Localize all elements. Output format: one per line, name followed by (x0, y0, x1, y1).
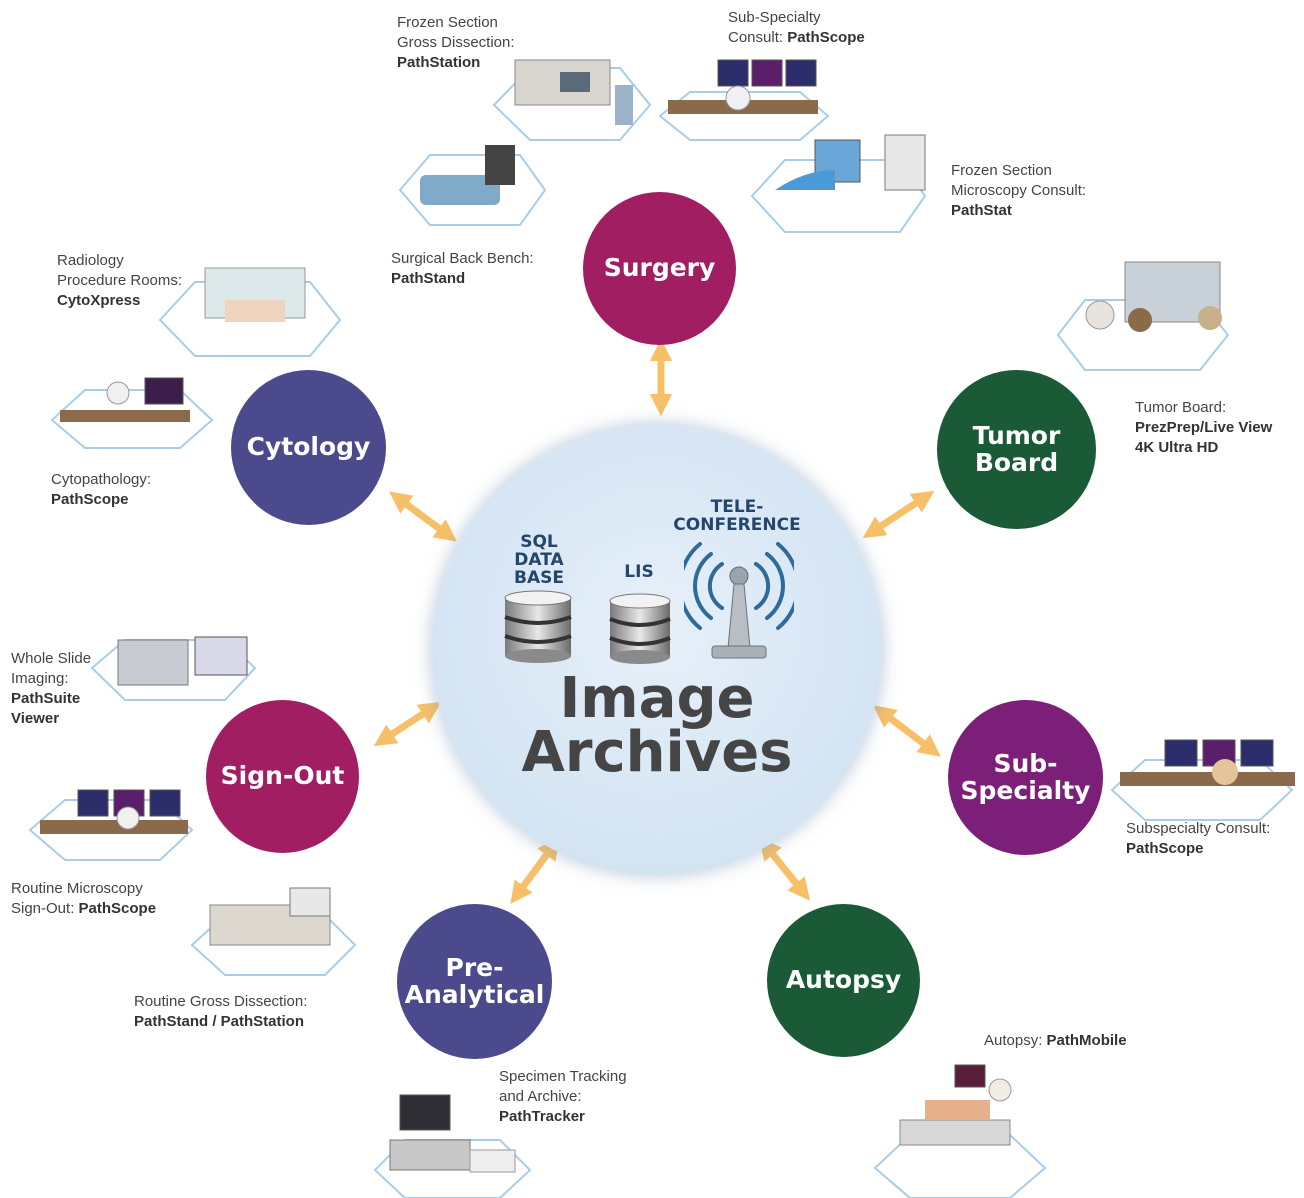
arrow-cytology (388, 491, 458, 542)
surgery-label: Surgery (603, 253, 716, 283)
sign-out-label: Sign-Out (220, 761, 345, 791)
arrow-preanalytical (510, 836, 560, 905)
pre-analytical-label: Pre-Analytical (404, 953, 545, 1009)
arrow-signout (373, 701, 442, 747)
sign-out-hub[interactable]: Sign-Out (206, 700, 359, 853)
caption-back-bench: Surgical Back Bench:PathStand (391, 250, 534, 287)
cytology-label: Cytology (246, 432, 371, 462)
arrow-autopsy (758, 837, 811, 901)
autopsy-label: Autopsy (785, 965, 902, 995)
arrow-tumor (862, 490, 935, 539)
sub-specialty-label: Sub-Specialty (960, 749, 1091, 805)
arrow-subspecialty (873, 705, 941, 757)
caption-routine-gross: Routine Gross Dissection:PathStand / Pat… (134, 993, 308, 1030)
database-icon (609, 593, 671, 664)
database-icon (504, 590, 572, 663)
caption-autopsy: Autopsy: PathMobile (984, 1032, 1127, 1049)
caption-subspecialty-right: Subspecialty Consult:PathScope (1126, 820, 1271, 857)
caption-cytopathology: Cytopathology:PathScope (51, 471, 152, 508)
cytology-hub[interactable]: Cytology (231, 370, 386, 525)
surgery-hub[interactable]: Surgery (583, 192, 736, 345)
teleconference-label: TELE-CONFERENCE (673, 497, 801, 535)
pre-analytical-hub[interactable]: Pre-Analytical (397, 904, 552, 1059)
lis-label: LIS (624, 562, 654, 582)
antenna-icon (684, 542, 794, 659)
autopsy-hub[interactable]: Autopsy (767, 904, 920, 1057)
sub-specialty-hub[interactable]: Sub-Specialty (948, 700, 1103, 855)
